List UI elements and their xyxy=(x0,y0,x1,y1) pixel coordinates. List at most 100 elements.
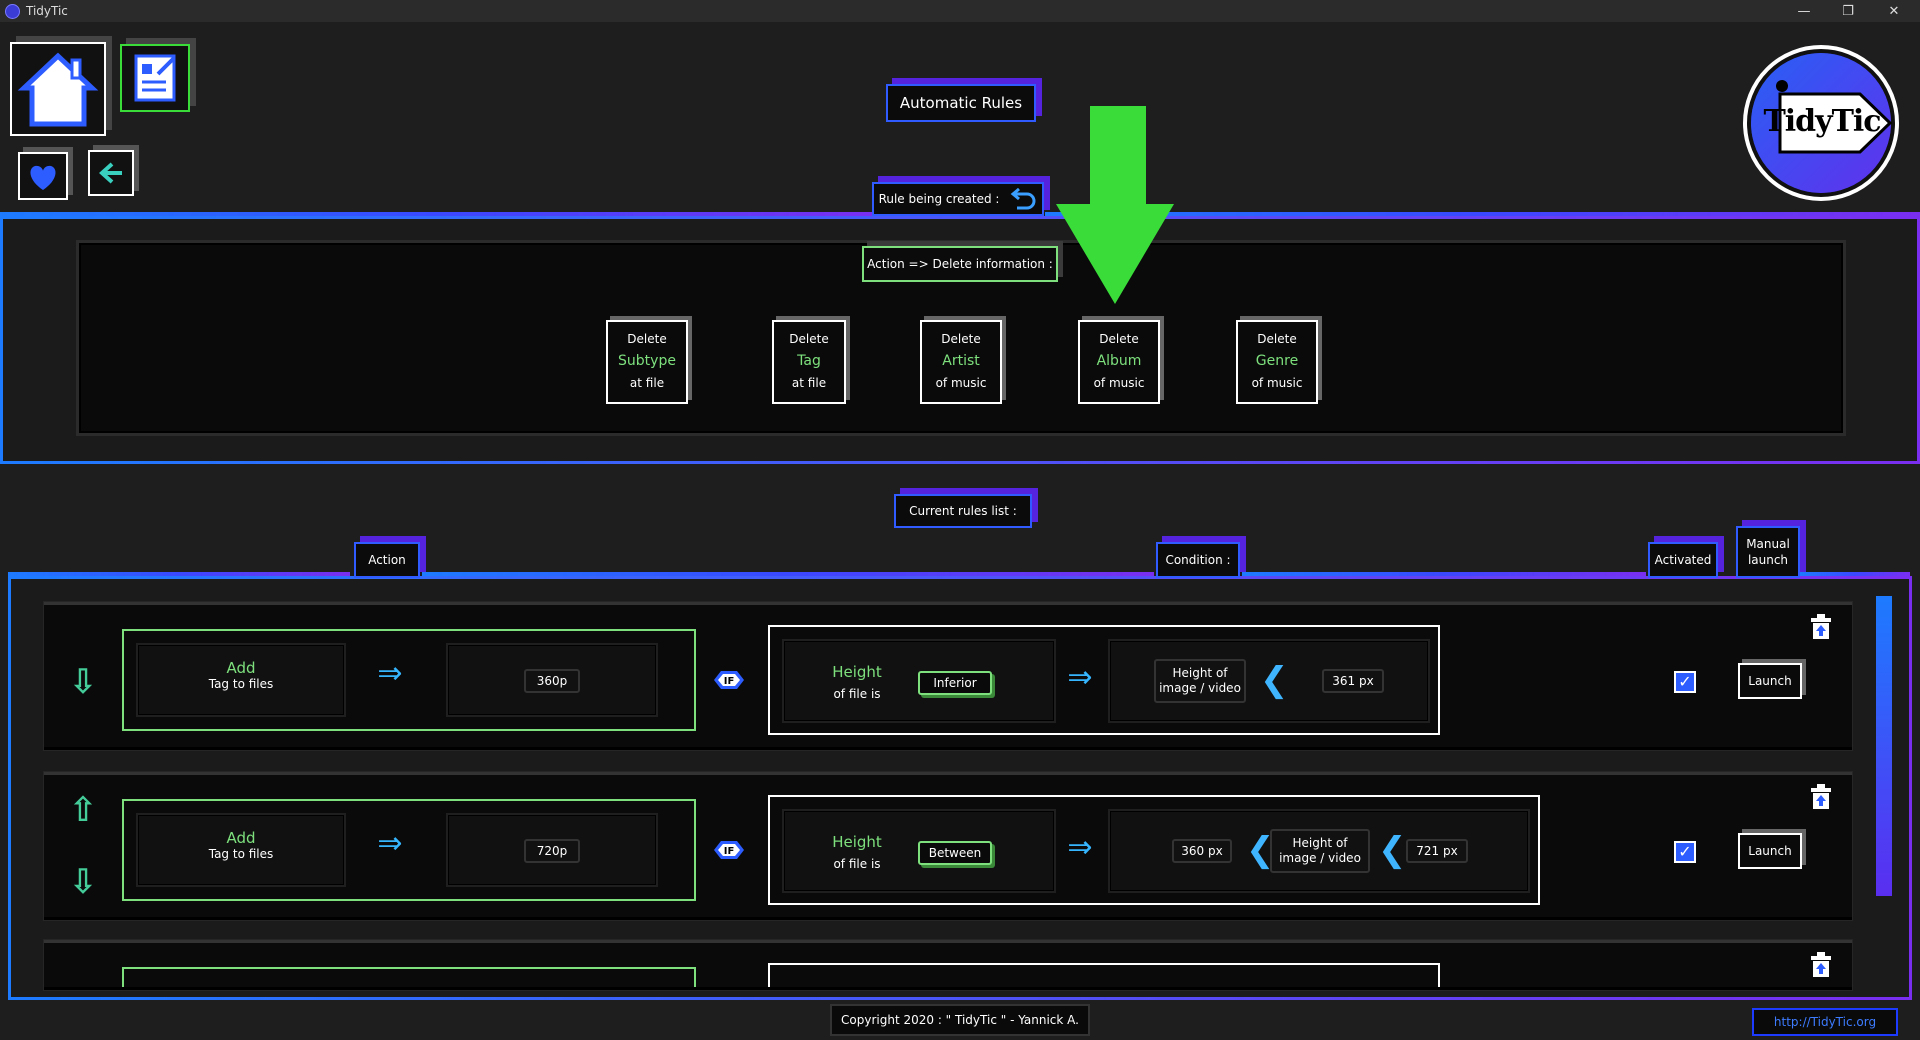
right-arrow-icon: ⇒ xyxy=(1067,830,1093,865)
option-line2: Subtype xyxy=(618,353,676,369)
delete-genre-option[interactable]: Delete Genre of music xyxy=(1236,320,1318,404)
rule-condition-box[interactable]: Height of file is Between ⇒ 360 px ❮ Hei… xyxy=(768,795,1540,905)
option-line2: Artist xyxy=(942,353,980,369)
launch-button[interactable]: Launch xyxy=(1738,833,1802,869)
move-down-arrow-icon[interactable]: ⇩ xyxy=(68,662,98,702)
move-down-arrow-icon[interactable]: ⇩ xyxy=(68,862,98,902)
rule-action-box[interactable] xyxy=(122,967,696,987)
logo-icon xyxy=(1743,45,1899,201)
condition-right: 361 px xyxy=(1322,669,1384,693)
option-line1: Delete xyxy=(789,332,829,346)
list-top-bar-3 xyxy=(1242,572,1646,577)
rules-button[interactable] xyxy=(120,44,190,112)
condition-left-1: Height of xyxy=(1172,666,1228,680)
heart-icon xyxy=(30,165,56,190)
close-button[interactable]: ✕ xyxy=(1888,3,1900,19)
current-rules-list-label: Current rules list : xyxy=(894,494,1032,528)
activated-checkbox[interactable]: ✓ xyxy=(1674,841,1696,863)
activated-checkbox[interactable]: ✓ xyxy=(1674,671,1696,693)
back-arrow-icon xyxy=(99,162,122,184)
operator-select[interactable]: Between xyxy=(918,841,992,865)
rules-icon xyxy=(134,54,176,102)
launch-button[interactable]: Launch xyxy=(1738,663,1802,699)
minimize-button[interactable]: — xyxy=(1797,3,1811,19)
less-than-chevron-icon: ❮ xyxy=(1260,660,1289,700)
action-target: Tag to files xyxy=(208,847,274,861)
trash-icon[interactable] xyxy=(1808,783,1834,811)
condition-min: 360 px xyxy=(1172,839,1232,863)
option-line1: Delete xyxy=(1257,332,1297,346)
list-top-bar-2 xyxy=(422,572,1154,577)
condition-left: Height of image / video xyxy=(1154,659,1246,703)
option-line3: of music xyxy=(1093,376,1145,390)
condition-mid: Height of image / video xyxy=(1270,829,1370,873)
condition-max: 721 px xyxy=(1406,839,1468,863)
logo-text: TidyTic xyxy=(1763,104,1881,139)
footer-copyright: Copyright 2020 : " TidyTic " - Yannick A… xyxy=(830,1004,1090,1036)
delete-tag-option[interactable]: Delete Tag at file xyxy=(772,320,846,404)
favorites-button[interactable] xyxy=(18,152,68,200)
header-launch: launch xyxy=(1747,553,1789,567)
header-condition: Condition : xyxy=(1156,542,1240,578)
condition-subject-cell: Height of file is Between xyxy=(782,809,1056,893)
option-line2: Genre xyxy=(1255,353,1299,369)
action-verb: Add xyxy=(226,829,256,847)
action-verb: Add xyxy=(226,659,256,677)
option-line1: Delete xyxy=(1099,332,1139,346)
hint-down-arrow-icon xyxy=(1056,106,1174,304)
operator-select[interactable]: Inferior xyxy=(918,671,992,695)
condition-value-cell: 360 px ❮ Height of image / video ❮ 721 p… xyxy=(1108,809,1530,893)
option-line3: of music xyxy=(935,376,987,390)
creation-top-bar-right xyxy=(1045,212,1920,217)
tidytic-logo: TidyTic xyxy=(1740,42,1902,204)
action-value-cell: 360p xyxy=(446,643,658,717)
action-value: 360p xyxy=(524,669,580,693)
if-badge-icon: IF xyxy=(714,671,744,689)
maximize-button[interactable]: ❐ xyxy=(1842,3,1854,19)
option-line3: at file xyxy=(629,376,665,390)
action-target: Tag to files xyxy=(208,677,274,691)
title-bar: TidyTic — ❐ ✕ xyxy=(0,0,1920,22)
condition-mid-2: image / video xyxy=(1279,851,1361,865)
rule-being-created-label: Rule being created : xyxy=(872,182,1044,216)
header-activated: Activated xyxy=(1648,542,1718,578)
condition-mid-1: Height of xyxy=(1292,836,1348,850)
rules-scrollbar[interactable] xyxy=(1876,596,1892,896)
rule-action-box[interactable]: Add Tag to files ⇒ 720p xyxy=(122,799,696,901)
condition-subject-sub: of file is xyxy=(833,857,881,871)
condition-value-cell: Height of image / video ❮ 361 px xyxy=(1108,639,1430,723)
option-line1: Delete xyxy=(941,332,981,346)
home-icon xyxy=(17,52,99,127)
less-than-chevron-icon: ❮ xyxy=(1246,830,1275,870)
delete-subtype-option[interactable]: Delete Subtype at file xyxy=(606,320,688,404)
delete-album-option[interactable]: Delete Album of music xyxy=(1078,320,1160,404)
less-than-chevron-icon: ❮ xyxy=(1378,830,1407,870)
website-link[interactable]: http://TidyTic.org xyxy=(1752,1008,1898,1036)
svg-text:IF: IF xyxy=(724,846,735,857)
option-line3: at file xyxy=(791,376,827,390)
trash-icon[interactable] xyxy=(1808,951,1834,979)
condition-left-2: image / video xyxy=(1159,681,1241,695)
home-button[interactable] xyxy=(10,42,106,136)
svg-text:IF: IF xyxy=(724,676,735,687)
rule-condition-box[interactable]: Height of file is Inferior ⇒ Height of i… xyxy=(768,625,1440,735)
page-title: Automatic Rules xyxy=(886,84,1036,122)
condition-subject-sub: of file is xyxy=(833,687,881,701)
rule-action-box[interactable]: Add Tag to files ⇒ 360p xyxy=(122,629,696,731)
move-up-arrow-icon[interactable]: ⇧ xyxy=(68,790,98,830)
header-manual-launch: Manual launch xyxy=(1736,526,1800,578)
option-line2: Album xyxy=(1096,353,1142,369)
delete-artist-option[interactable]: Delete Artist of music xyxy=(920,320,1002,404)
option-line2: Tag xyxy=(797,353,821,369)
app-icon xyxy=(5,4,20,19)
rule-being-created-text: Rule being created : xyxy=(878,192,1000,206)
action-delete-info-label: Action => Delete information : xyxy=(862,246,1058,282)
condition-subject-cell: Height of file is Inferior xyxy=(782,639,1056,723)
trash-icon[interactable] xyxy=(1808,613,1834,641)
option-line3: of music xyxy=(1251,376,1303,390)
list-top-bar-4 xyxy=(1800,572,1910,577)
rule-condition-box[interactable] xyxy=(768,963,1440,987)
back-button[interactable] xyxy=(88,150,134,196)
if-badge-icon: IF xyxy=(714,841,744,859)
undo-icon[interactable] xyxy=(1007,188,1037,210)
